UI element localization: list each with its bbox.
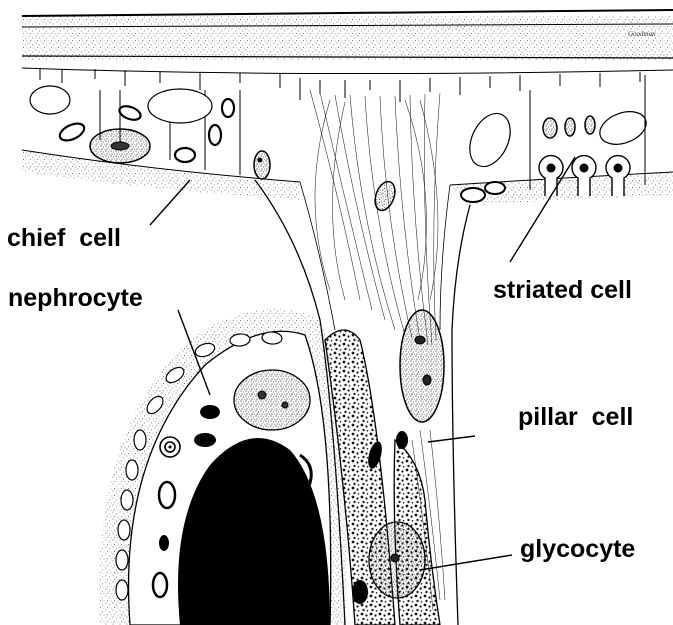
cuticle bbox=[22, 10, 673, 61]
label-pillar-cell: pillar cell bbox=[518, 405, 633, 430]
vacuole bbox=[30, 86, 70, 114]
stem-nuclei bbox=[371, 107, 518, 422]
label-nephrocyte: nephrocyte bbox=[8, 286, 143, 311]
leader-pillar-cell bbox=[428, 436, 475, 442]
leader-glycocyte bbox=[420, 555, 512, 570]
vacuole bbox=[148, 89, 212, 123]
artist-signature: Goodman bbox=[628, 30, 656, 38]
label-chief-cell: chief cell bbox=[7, 226, 121, 251]
label-striated-cell: striated cell bbox=[493, 278, 632, 303]
label-glycocyte: glycocyte bbox=[520, 537, 635, 562]
nephrocyte-nucleus bbox=[234, 370, 310, 430]
pillar-cell-nucleus bbox=[400, 310, 444, 422]
